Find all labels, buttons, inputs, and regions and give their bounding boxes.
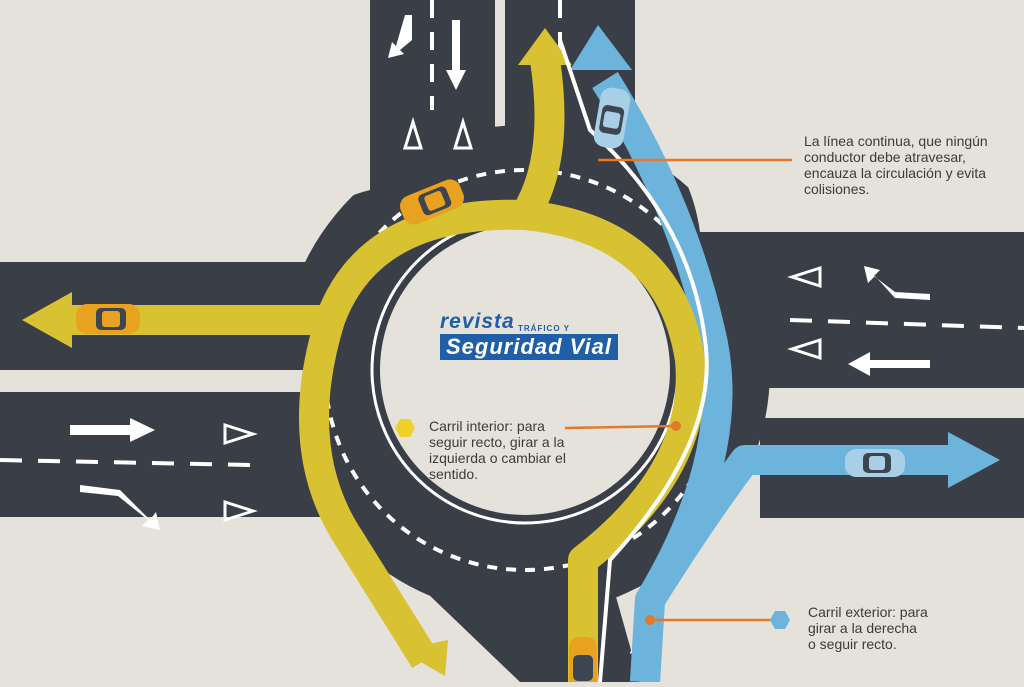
leader-dot-outer [645, 615, 655, 625]
leader-line-inner [564, 424, 677, 430]
median-east [770, 388, 1024, 418]
inner-lane-arrowhead-west [22, 292, 72, 348]
car-blue-north [593, 87, 631, 149]
yield-triangle [787, 265, 822, 289]
inner-lane-left-turn [60, 199, 706, 682]
inner-lane-path [22, 28, 706, 682]
yield-triangle [787, 337, 822, 361]
painted-arrows [70, 15, 930, 530]
inner-lane-marker-icon [395, 419, 415, 437]
central-island [380, 225, 670, 515]
cars [76, 87, 905, 687]
magazine-logo: revista TRÁFICO Y Seguridad Vial [440, 310, 619, 360]
annotation-text: izquierda o cambiar el [429, 450, 566, 466]
annotation-text: girar a la derecha [808, 620, 917, 636]
car-yellow-west [76, 304, 140, 334]
outer-lane-marker-icon [770, 611, 790, 629]
annotation-text: Carril exterior: para [808, 604, 928, 620]
yield-triangle [223, 422, 258, 446]
annotation-text: Carril interior: para [429, 418, 545, 434]
west-lane-dashes [0, 458, 251, 467]
inner-lane-arrowhead-south [400, 640, 448, 676]
island-nw [0, 0, 370, 262]
annotation-outer-lane: Carril exterior: para girar a la derecha… [808, 604, 928, 652]
continuous-separator-line [558, 39, 709, 683]
leader-dot-inner [671, 421, 681, 431]
inner-lane-straight [512, 57, 565, 224]
yield-triangle [402, 116, 424, 150]
island-se [680, 518, 1024, 682]
car-blue-east [845, 449, 905, 477]
east-lane-dashes [789, 318, 1024, 330]
annotation-text: o seguir recto. [808, 636, 897, 652]
car-yellow-south [569, 637, 597, 687]
road-arrow-straight-west [70, 418, 155, 442]
road-arrow-straight-east [848, 352, 930, 376]
road-arrow-straight-north [446, 20, 466, 90]
annotation-text: encauza la circulación y evita [804, 165, 987, 181]
annotation-text: sentido. [429, 466, 479, 482]
annotation-text: colisiones. [804, 181, 870, 197]
logo-seguridad-vial: Seguridad Vial [440, 334, 619, 360]
inner-lane-u-turn [299, 315, 438, 668]
annotation-inner-lane: Carril interior: para seguir recto, gira… [429, 418, 566, 482]
leader-lines [564, 158, 792, 622]
annotation-continuous-line: La línea continua, que ningún conductor … [804, 133, 988, 197]
annotation-text: La línea continua, que ningún [804, 133, 988, 149]
inner-lane-arrowhead-north [518, 28, 572, 65]
island-sw [0, 517, 360, 682]
annotation-text: conductor debe atravesar, [804, 149, 966, 165]
logo-trafico: TRÁFICO Y [518, 324, 570, 333]
yield-triangle [223, 499, 258, 523]
annotation-text: seguir recto, girar a la [429, 434, 565, 450]
outer-lane-arrowhead-north [570, 25, 632, 70]
road-arrow-right-west [80, 485, 160, 530]
road-west-bottom [0, 392, 330, 517]
logo-revista: revista [440, 310, 515, 333]
yield-triangle [452, 116, 474, 150]
road-arrow-left-north [388, 15, 412, 58]
car-yellow-ring [400, 179, 464, 225]
outer-lane-arrowhead-east [948, 432, 1000, 488]
island-ne [635, 0, 1024, 232]
road-arrow-left-east [864, 266, 930, 300]
median-west [0, 370, 330, 392]
